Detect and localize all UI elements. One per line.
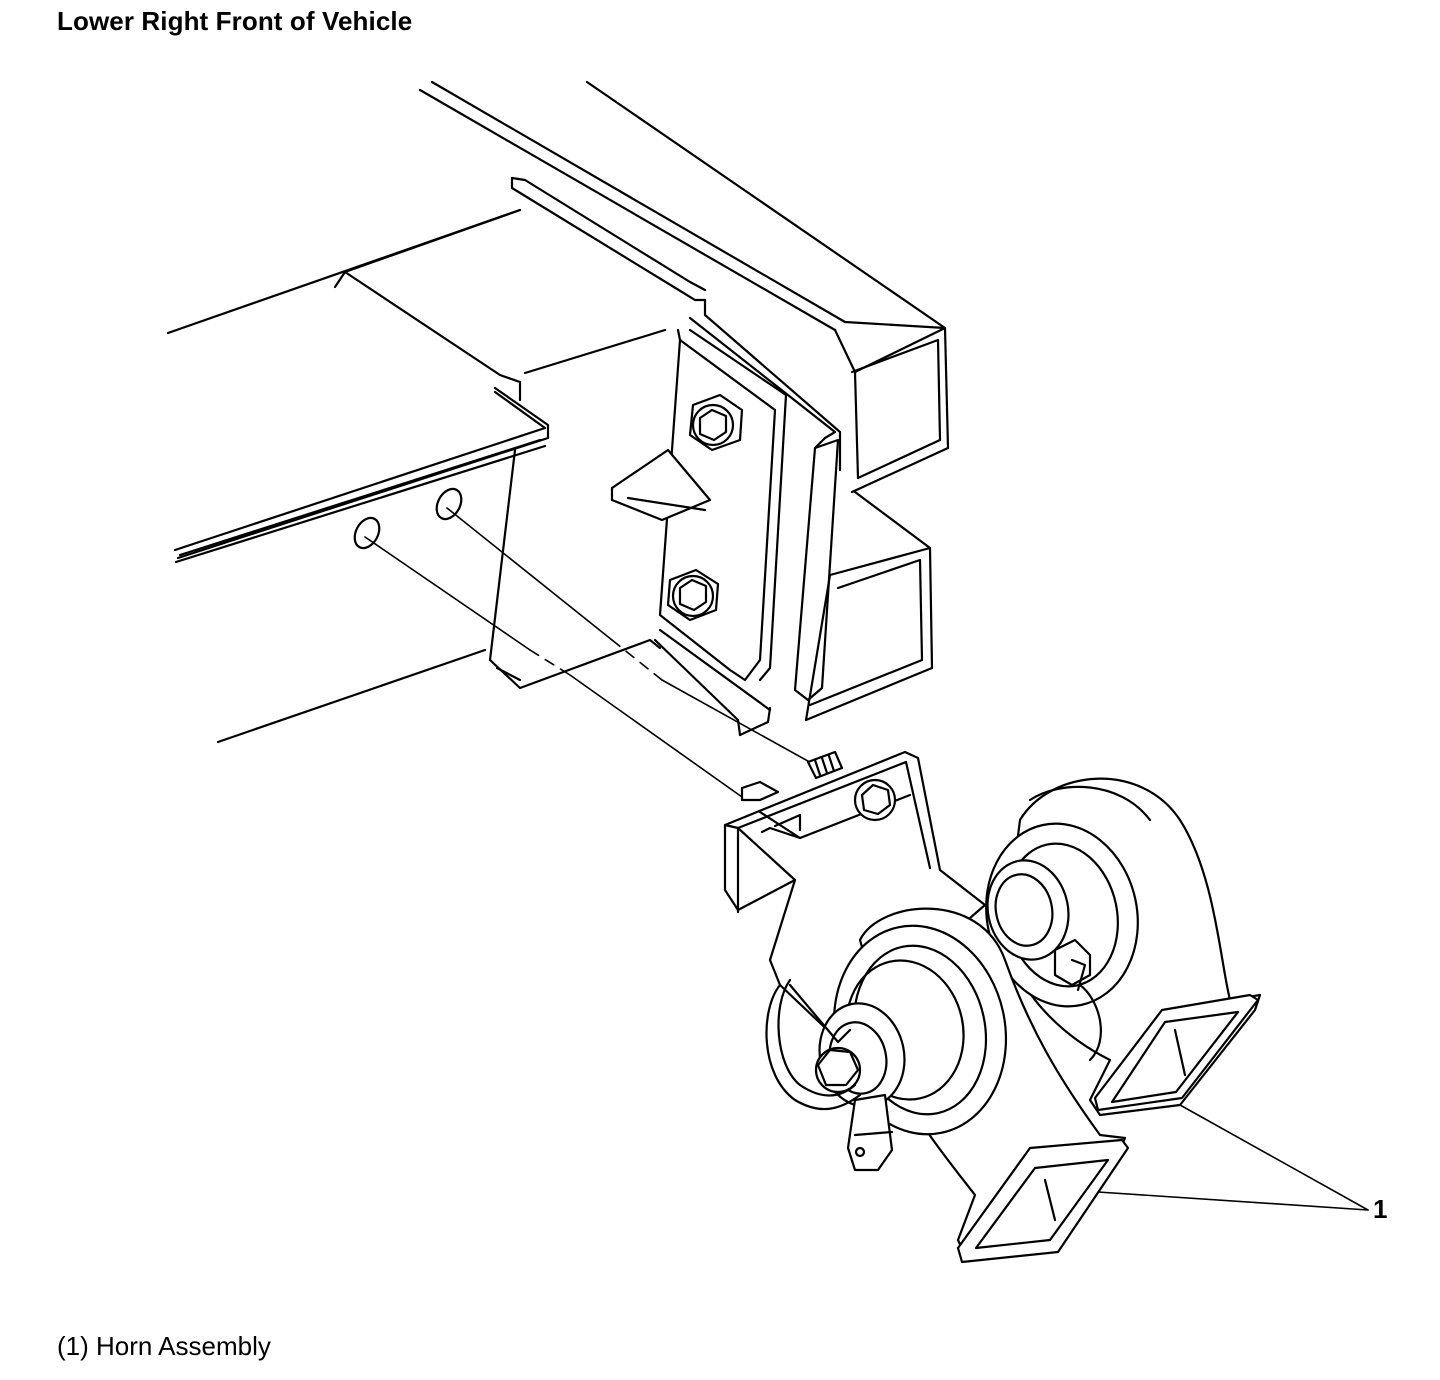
- cross-member: [166, 176, 842, 744]
- legend-caption: (1) Horn Assembly: [57, 1331, 271, 1361]
- callout-leaders: [1097, 1104, 1369, 1211]
- diagram-title: Lower Right Front of Vehicle: [57, 6, 413, 36]
- frame-rail: [418, 80, 950, 722]
- alignment-lines: [364, 507, 816, 798]
- front-horn: [765, 907, 1130, 1264]
- callout-number-1: 1: [1373, 1194, 1388, 1224]
- rear-horn: [985, 777, 1262, 1117]
- horn-bracket: [723, 750, 987, 1042]
